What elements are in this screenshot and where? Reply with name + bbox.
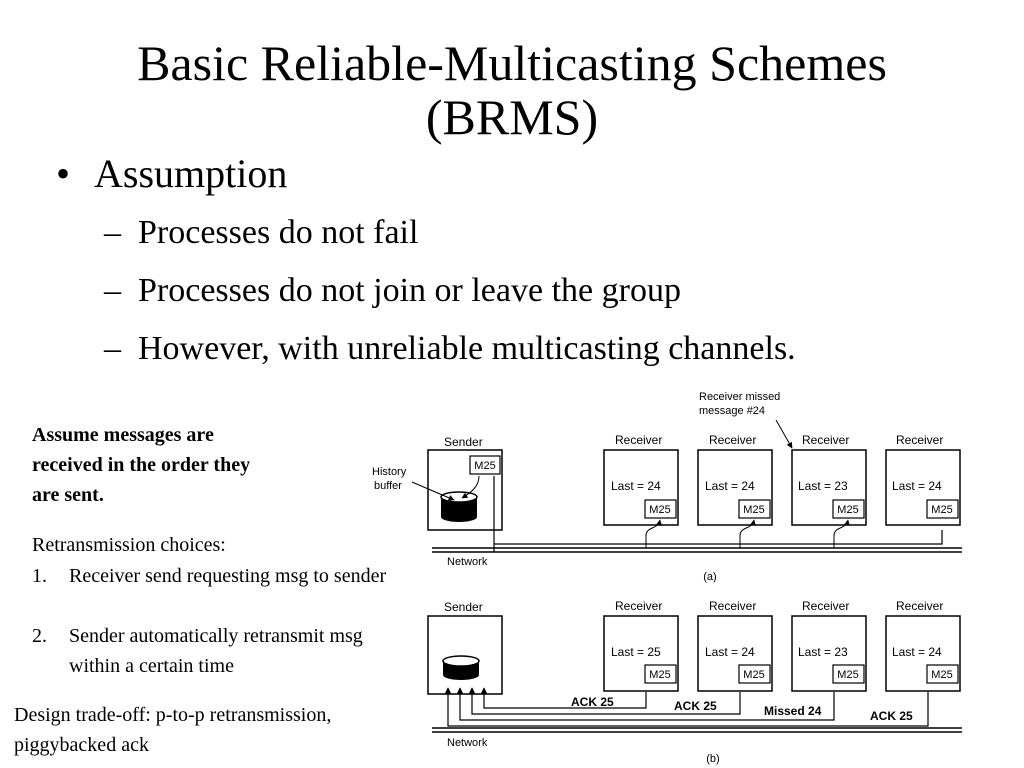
- order-note-line-1: Assume messages are: [32, 424, 214, 446]
- slide-title: Basic Reliable-Multicasting Schemes (BRM…: [0, 36, 1024, 144]
- diagram-b: Sender Network (b) ACK 25 ACK 25 Missed …: [427, 599, 962, 765]
- missed-pointer-arrow: [775, 419, 793, 449]
- sub-bullet-2: –Processes do not join or leave the grou…: [104, 272, 681, 310]
- receiver-label: Receiver: [709, 599, 756, 613]
- sender-message-box-a: [469, 455, 501, 475]
- bullet-text: Assumption: [94, 151, 288, 196]
- receiver-last: Last = 23: [798, 645, 848, 659]
- network-label-a: Network: [447, 556, 488, 568]
- feedback-label-1: ACK 25: [571, 695, 614, 709]
- bullet-dot: •: [56, 151, 71, 196]
- multicast-path-a: [493, 476, 943, 545]
- network-label-b: Network: [447, 737, 488, 749]
- receiver-label: Receiver: [709, 433, 756, 447]
- choice-number: 1.: [32, 565, 47, 587]
- receiver-b-3: Receiver Last = 23 M25: [791, 599, 867, 692]
- sub-bullet-3: –However, with unreliable multicasting c…: [104, 330, 796, 368]
- sender-box-a: [427, 449, 503, 531]
- sub-bullet-text: However, with unreliable multicasting ch…: [138, 330, 796, 367]
- receiver-b-4: Receiver Last = 24 M25: [885, 599, 961, 692]
- history-label-line-2: buffer: [374, 480, 402, 492]
- receiver-last: Last = 24: [705, 645, 755, 659]
- receiver-message: M25: [743, 669, 764, 681]
- receiver-message: M25: [743, 504, 764, 516]
- receiver-a-2: Receiver Last = 24 M25: [697, 433, 773, 548]
- retransmission-choices-title: Retransmission choices:: [32, 534, 226, 556]
- receiver-message: M25: [649, 669, 670, 681]
- receiver-a-3: Receiver Last = 23 M25: [791, 433, 867, 548]
- receiver-label: Receiver: [896, 433, 943, 447]
- receiver-label: Receiver: [802, 599, 849, 613]
- receiver-label: Receiver: [615, 433, 662, 447]
- caption-a: (a): [703, 571, 716, 583]
- feedback-label-4: ACK 25: [870, 709, 913, 723]
- receiver-last: Last = 23: [798, 479, 848, 493]
- receiver-b-2: Receiver Last = 24 M25: [697, 599, 773, 692]
- receiver-a-4: Receiver Last = 24 M25: [885, 433, 961, 526]
- buffer-store-arrow: [461, 475, 480, 499]
- choice-text: Sender automatically retransmit msg with…: [69, 625, 363, 677]
- title-line-1: Basic Reliable-Multicasting Schemes: [137, 35, 887, 91]
- missed-note-line-2: message #24: [699, 405, 765, 417]
- sub-bullet-1: –Processes do not fail: [104, 214, 418, 252]
- sender-box-b: [427, 615, 503, 695]
- receiver-last: Last = 25: [611, 645, 661, 659]
- sender-message-a: M25: [474, 460, 495, 472]
- ack-path-2: [468, 687, 741, 715]
- receiver-label: Receiver: [802, 433, 849, 447]
- receiver-message: M25: [837, 669, 858, 681]
- sub-bullet-text: Processes do not fail: [138, 214, 419, 251]
- diagram-a: Sender M25 History buffer Network (a) Re…: [372, 391, 962, 583]
- order-note-line-3: are sent.: [32, 484, 104, 506]
- history-pointer-arrow: [411, 481, 455, 501]
- choice-number: 2.: [32, 625, 47, 647]
- order-assumption-note: Assume messages are received in the orde…: [32, 420, 332, 510]
- receiver-label: Receiver: [615, 599, 662, 613]
- missed-note-line-1: Receiver missed: [699, 391, 780, 403]
- order-note-line-2: received in the order they: [32, 454, 251, 476]
- receiver-b-1: Receiver Last = 25 M25: [603, 599, 679, 692]
- history-label-line-1: History: [372, 466, 407, 478]
- sub-bullet-dash: –: [104, 272, 121, 309]
- feedback-label-2: ACK 25: [674, 699, 717, 713]
- receiver-message: M25: [931, 504, 952, 516]
- title-line-2: (BRMS): [425, 89, 599, 145]
- receiver-last: Last = 24: [892, 645, 942, 659]
- bullet-assumption: • Assumption: [56, 152, 287, 196]
- ack-path-4: [444, 687, 929, 727]
- ack-path-1: [480, 687, 647, 709]
- sub-bullet-dash: –: [104, 330, 121, 367]
- receiver-last: Last = 24: [611, 479, 661, 493]
- sub-bullet-text: Processes do not join or leave the group: [138, 272, 681, 309]
- receiver-message: M25: [837, 504, 858, 516]
- missed-path-3: [456, 687, 835, 721]
- design-tradeoff-note: Design trade-off: p-to-p retransmission,…: [14, 700, 434, 760]
- sender-label-b: Sender: [444, 600, 483, 614]
- choice-text: Receiver send requesting msg to sender: [69, 565, 387, 587]
- receiver-last: Last = 24: [892, 479, 942, 493]
- tradeoff-line-2: piggybacked ack: [14, 734, 149, 756]
- receiver-last: Last = 24: [705, 479, 755, 493]
- feedback-label-3: Missed 24: [764, 704, 822, 718]
- tradeoff-line-1: Design trade-off: p-to-p retransmission,: [14, 704, 332, 726]
- receiver-a-1: Receiver Last = 24 M25: [603, 433, 679, 548]
- receiver-message: M25: [931, 669, 952, 681]
- sub-bullet-dash: –: [104, 214, 121, 251]
- receiver-message: M25: [649, 504, 670, 516]
- caption-b: (b): [706, 753, 719, 765]
- sender-label-a: Sender: [444, 435, 483, 449]
- history-buffer-icon: [442, 655, 480, 680]
- receiver-label: Receiver: [896, 599, 943, 613]
